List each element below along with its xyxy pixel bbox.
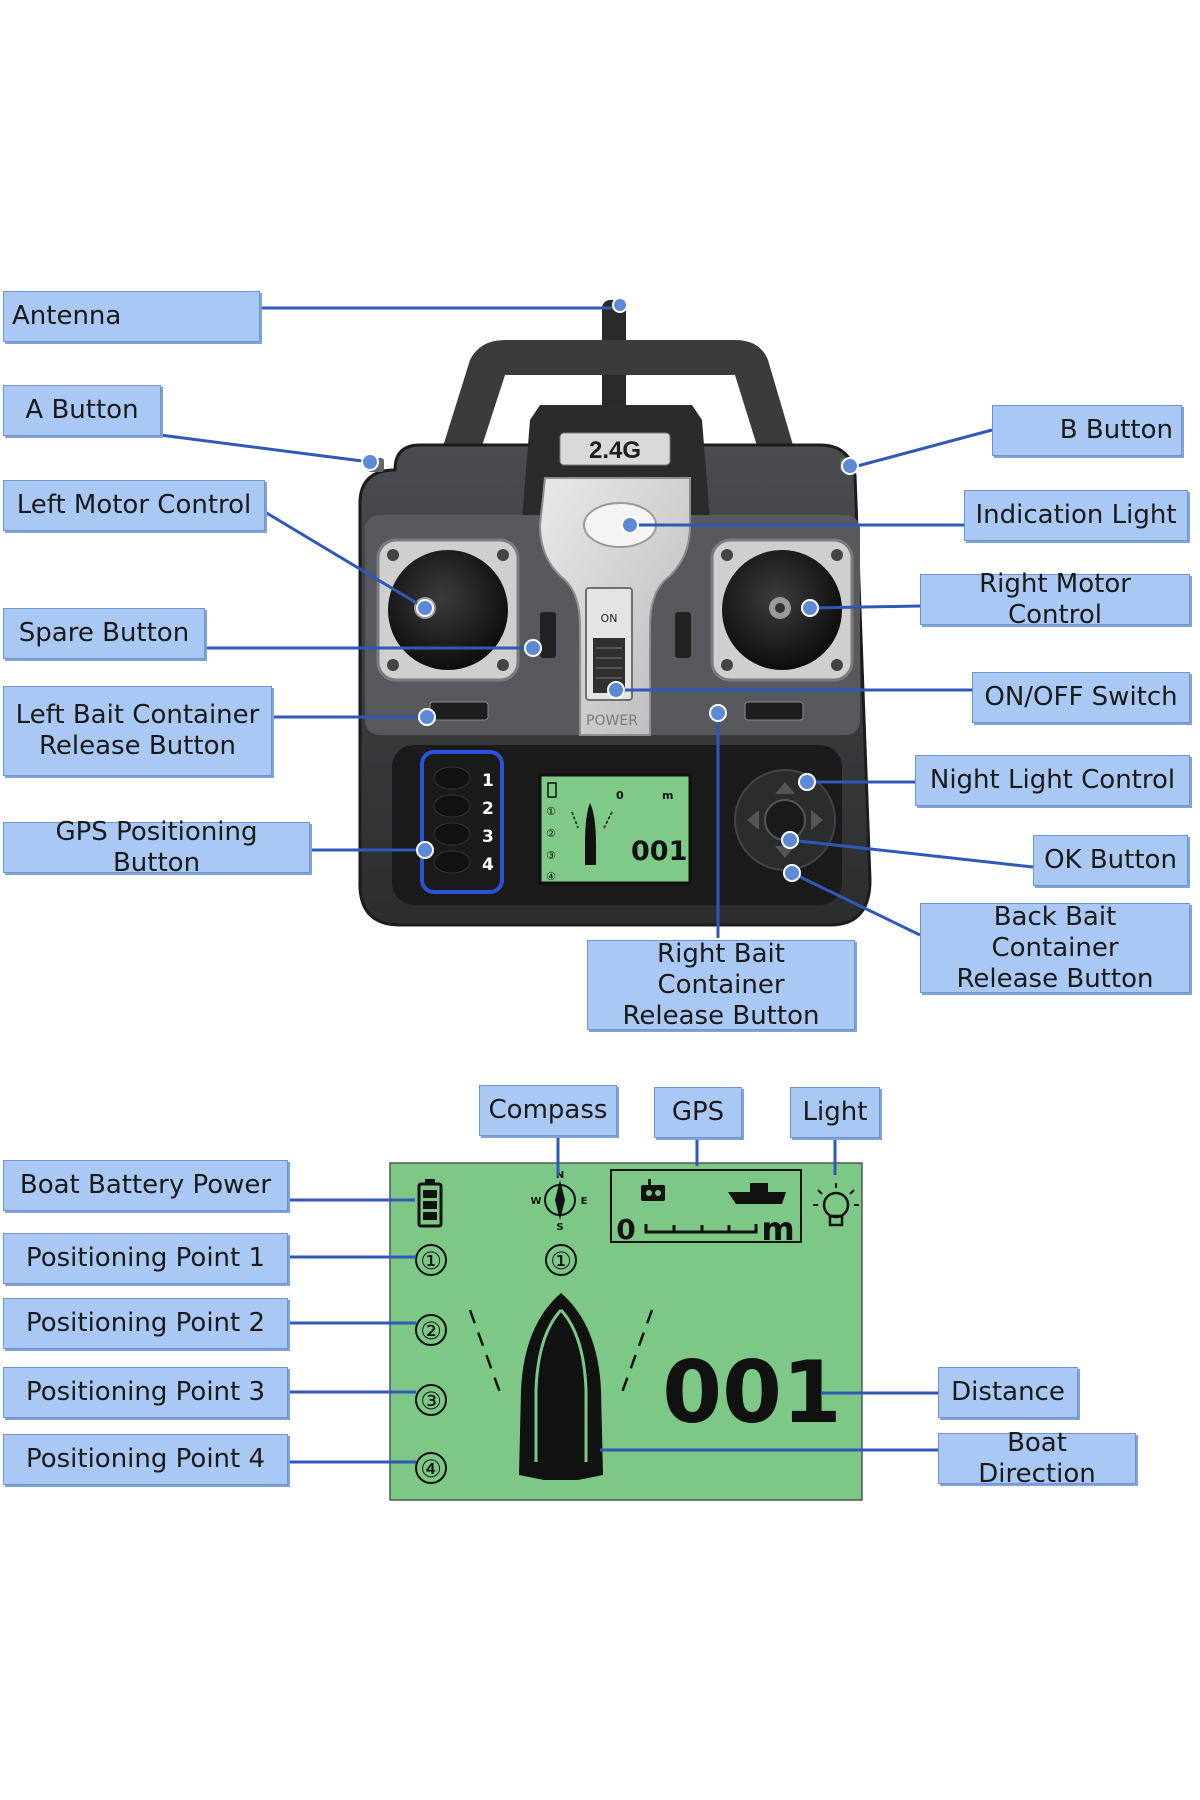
boat-icon (519, 1293, 603, 1480)
gps-unit: m (761, 1210, 794, 1248)
mini-gps-unit: m (662, 789, 673, 802)
label-compass: Compass (479, 1085, 617, 1136)
label-indication-light: Indication Light (964, 490, 1188, 541)
screen-point-3: ③ (420, 1387, 442, 1415)
gps-key-frame (420, 750, 504, 894)
on-label: ON (601, 612, 618, 625)
mini-gps-zero: 0 (616, 789, 624, 802)
label-positioning-point-1: Positioning Point 1 (3, 1233, 288, 1284)
label-left-motor-control: Left Motor Control (3, 480, 265, 531)
badge-plate (559, 432, 671, 466)
label-positioning-point-4: Positioning Point 4 (3, 1434, 288, 1485)
compass-s: S (556, 1222, 563, 1233)
gps-key-2: 2 (482, 799, 494, 819)
label-spare-button: Spare Button (3, 608, 205, 659)
left-gimbal[interactable] (376, 538, 520, 682)
gps-key-4: 4 (482, 855, 494, 875)
compass-e: E (581, 1196, 588, 1207)
target-point: ① (550, 1247, 572, 1275)
label-positioning-point-3: Positioning Point 3 (3, 1367, 288, 1418)
label-gps: GPS (654, 1087, 742, 1138)
mini-distance: 001 (631, 836, 687, 867)
label-antenna: Antenna (3, 291, 260, 342)
label-a-button: A Button (3, 385, 161, 436)
left-bait-slider[interactable] (429, 701, 489, 721)
label-right-bait-release: Right Bait Container Release Button (587, 939, 855, 1031)
screen-point-4: ④ (420, 1455, 442, 1483)
label-back-bait-release: Back Bait Container Release Button (920, 902, 1190, 994)
light-bulb-icon (813, 1183, 859, 1227)
left-heading-line (468, 1309, 504, 1399)
right-bait-slider[interactable] (744, 701, 804, 721)
right-heading-line (618, 1309, 654, 1399)
mini-lcd (538, 773, 692, 885)
leader-dots (361, 297, 859, 882)
mini-point-1: ① (546, 805, 556, 818)
band-label: 2.4G (589, 437, 641, 464)
compass-w: W (530, 1196, 541, 1207)
power-switch[interactable] (585, 587, 633, 701)
label-right-motor-control: Right Motor Control (920, 569, 1190, 630)
mini-point-3: ③ (546, 849, 556, 862)
label-gps-positioning-button: GPS Positioning Button (3, 817, 310, 878)
right-gimbal[interactable] (710, 538, 854, 682)
label-boat-battery-power: Boat Battery Power (3, 1160, 288, 1211)
label-positioning-point-2: Positioning Point 2 (3, 1298, 288, 1349)
mini-point-2: ② (546, 827, 556, 840)
label-night-light-control: Night Light Control (915, 755, 1190, 806)
power-label: POWER (586, 713, 638, 729)
label-on-off-switch: ON/OFF Switch (972, 672, 1190, 723)
label-left-bait-release: Left Bait Container Release Button (3, 686, 272, 776)
direction-pad[interactable] (734, 769, 836, 871)
compass-n: N (556, 1170, 564, 1181)
point-circles (415, 1244, 577, 1484)
label-ok-button: OK Button (1033, 835, 1188, 886)
screen-point-2: ② (420, 1317, 442, 1345)
lcd-screen (389, 1162, 863, 1501)
label-light: Light (790, 1087, 880, 1138)
right-trim[interactable] (675, 612, 691, 658)
screen-point-1: ① (420, 1247, 442, 1275)
gps-keys[interactable] (433, 766, 471, 874)
distance-readout: 001 (662, 1343, 842, 1443)
label-b-button: B Button (992, 405, 1182, 456)
boat-outline (534, 1308, 588, 1462)
gps-zero: 0 (616, 1213, 635, 1246)
leader-lines (159, 305, 1034, 1464)
mini-point-4: ④ (546, 870, 556, 883)
left-trim[interactable] (540, 612, 556, 658)
label-distance: Distance (938, 1367, 1078, 1418)
gps-key-1: 1 (482, 771, 494, 791)
gps-panel (610, 1169, 802, 1243)
battery-icon (417, 1179, 443, 1228)
compass-icon (544, 1180, 576, 1220)
label-boat-direction: Boat Direction (938, 1428, 1136, 1489)
gps-key-3: 3 (482, 827, 494, 847)
